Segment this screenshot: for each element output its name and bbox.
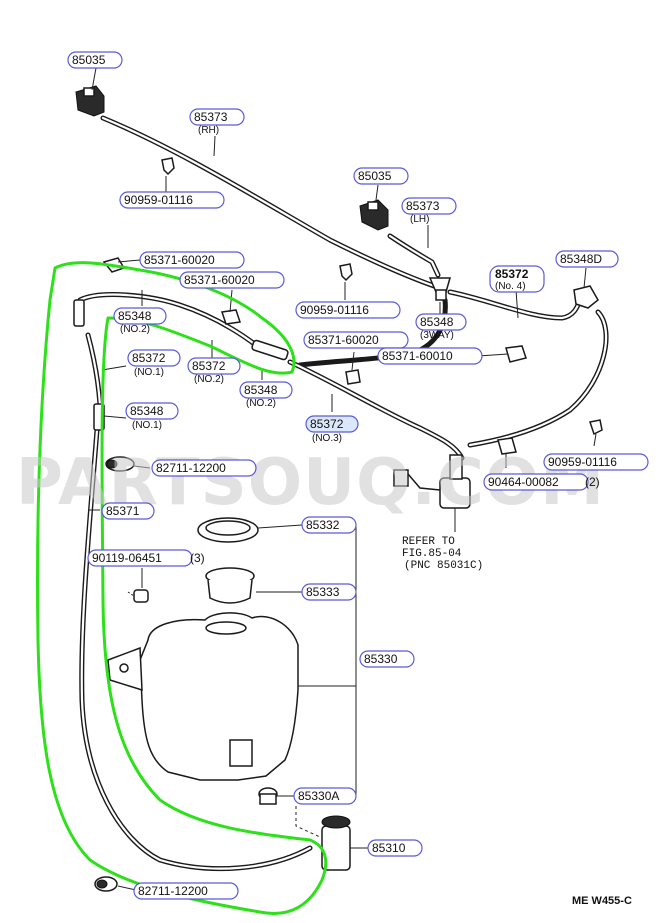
washer-pump-upper [393,454,471,509]
label-85333[interactable]: 85333 [306,585,340,599]
label-90959-left[interactable]: 90959-01116 [124,193,193,207]
hose-network [73,115,609,872]
hose-connector [251,339,289,361]
label-90119[interactable]: 90119-06451 [92,551,162,565]
clip-85371-60010 [505,345,527,363]
label-90959-mid[interactable]: 90959-01116 [300,303,369,317]
elbow-85348d [573,285,599,309]
label-85373-lh[interactable]: 85373 [406,199,440,213]
label-85348-no2-b-sub: (NO.2) [246,398,276,409]
hose-clamp-82711-bottom [94,876,118,892]
diagram-code: ME W455-C [572,895,632,907]
route-highlight [36,261,328,915]
grommet-90464 [497,437,517,455]
clip-85371-60020-c [345,369,361,385]
label-85371-60020-c[interactable]: 85371-60020 [308,333,379,347]
clip-90959-left [161,157,175,176]
label-85372-no4[interactable]: 85372 [495,267,529,281]
label-85348-no2-a-sub: (NO.2) [120,324,150,335]
label-85373-lh-sub: (LH) [410,214,429,225]
grommet-85330a [258,787,278,805]
label-90464-qty: (2) [585,475,600,489]
label-90119-qty: (3) [190,551,205,565]
reference-line-3: (PNC 85031C) [404,560,483,572]
label-85372-no2[interactable]: 85372 [192,359,226,373]
label-85371-60020-b[interactable]: 85371-60020 [184,273,255,287]
label-85371-60010[interactable]: 85371-60010 [382,349,453,363]
label-85373-rh[interactable]: 85373 [194,110,228,124]
part-labels: 85035 85373 (RH) 90959-01116 85035 85373… [67,51,649,900]
label-85371-60020-a[interactable]: 85371-60020 [144,253,215,267]
label-85348-no1[interactable]: 85348 [130,404,164,418]
label-85372-no3-sub: (NO.3) [312,433,342,444]
label-82711-bottom[interactable]: 82711-12200 [138,884,208,898]
hose-connector [73,299,85,327]
clip-85371-60020-b [221,309,241,325]
label-85348-3way-sub: (3WAY) [420,330,454,341]
label-82711-top[interactable]: 82711-12200 [156,461,226,475]
label-85330[interactable]: 85330 [364,652,398,666]
label-85372-no4-sub: (No. 4) [495,281,526,292]
label-85330a[interactable]: 85330A [298,789,339,803]
label-85310[interactable]: 85310 [372,841,406,855]
label-85348-no2-a[interactable]: 85348 [118,309,152,323]
strainer-85333 [205,567,255,604]
reservoir-tank-85330 [107,612,299,781]
label-90959-right[interactable]: 90959-01116 [548,455,617,469]
label-85035-mid[interactable]: 85035 [358,169,392,183]
label-85372-no1[interactable]: 85372 [132,351,166,365]
clip-90959-right [589,419,603,436]
label-85348d[interactable]: 85348D [560,252,602,266]
label-85332[interactable]: 85332 [306,518,340,532]
washer-nozzle-top-left [75,85,105,117]
label-85373-rh-sub: (RH) [198,125,219,136]
bolt-90119 [127,589,149,603]
label-90464[interactable]: 90464-00082 [488,475,559,489]
label-85372-no1-sub: (NO.1) [134,367,164,378]
three-way-joint [428,277,451,301]
washer-nozzle-mid [359,199,389,231]
label-85371[interactable]: 85371 [106,504,140,518]
leader-lines [88,67,597,891]
hose-clamp-82711-top [105,456,135,472]
label-85372-no3[interactable]: 85372 [310,417,344,431]
label-85372-no2-sub: (NO.2) [194,374,224,385]
label-85035-top[interactable]: 85035 [72,53,106,67]
reference-line-1: REFER TO [402,536,455,548]
label-85348-3way[interactable]: 85348 [420,315,454,329]
label-85348-no2-b[interactable]: 85348 [244,383,278,397]
reference-line-2: FIG.85-04 [402,548,462,560]
clip-90959-mid [339,263,353,282]
label-85348-no1-sub: (NO.1) [132,420,162,431]
reservoir-cap-85332 [197,517,259,543]
